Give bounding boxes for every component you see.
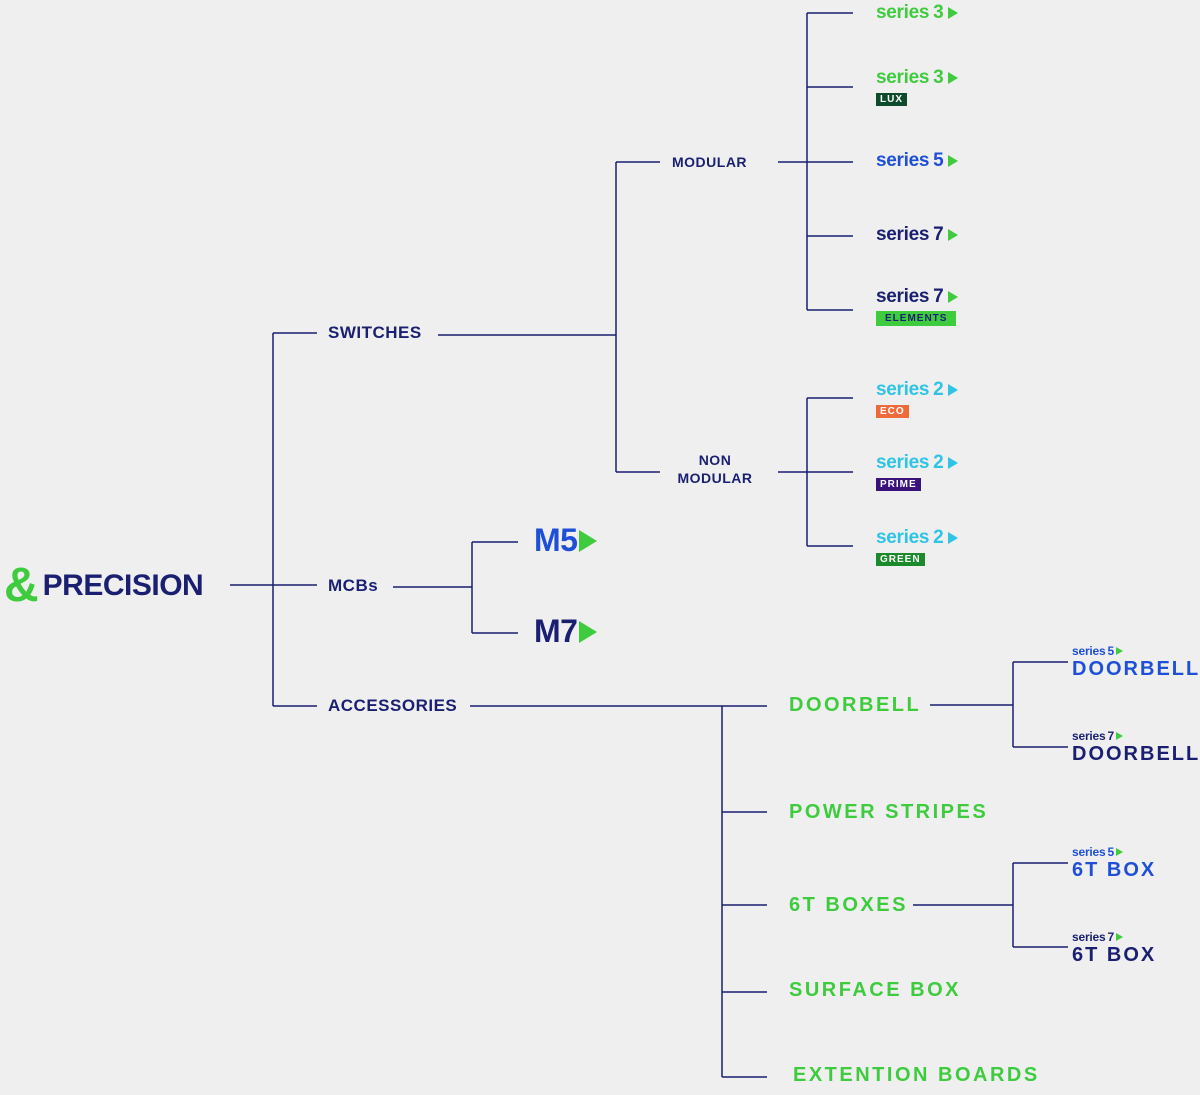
play-triangle-icon: [1116, 732, 1124, 740]
play-triangle-icon: [947, 72, 958, 84]
series-number: 2: [933, 379, 944, 400]
play-triangle-icon: [1116, 933, 1124, 941]
play-triangle-icon: [1116, 848, 1124, 856]
series-word: series: [876, 67, 930, 88]
play-triangle-icon: [947, 384, 958, 396]
accessory-power-stripes: POWER STRIPES: [789, 801, 989, 823]
play-triangle-icon: [1116, 647, 1124, 655]
series-5-logo: series 5: [876, 150, 958, 172]
mcb-m5-label: M5: [534, 522, 578, 558]
play-triangle-icon: [947, 291, 958, 303]
product-label: 6T BOX: [1072, 944, 1157, 966]
mcb-m7-label: M7: [534, 613, 578, 649]
series-tag-lux: LUX: [876, 93, 907, 106]
series-word: series: [876, 224, 930, 245]
series-tag-elements: ELEMENTS: [876, 311, 957, 326]
play-triangle-icon: [947, 7, 958, 19]
series-number: 5: [933, 150, 944, 171]
series-7-6t-box: series 7 6T BOX: [1072, 930, 1156, 966]
series-2-prime-logo: series 2 PRIME: [876, 452, 958, 492]
brand-name: PRECISION: [42, 569, 204, 602]
series-word: series: [876, 379, 930, 400]
play-triangle-icon: [579, 620, 598, 643]
accessory-extention-boards: EXTENTION BOARDS: [793, 1064, 1040, 1086]
play-triangle-icon: [579, 529, 598, 552]
series-number: 7: [1107, 729, 1115, 743]
series-number: 3: [933, 67, 944, 88]
category-accessories: ACCESSORIES: [328, 696, 458, 715]
series-word: series: [876, 527, 930, 548]
series-number: 2: [933, 452, 944, 473]
series-3-logo: series 3: [876, 2, 958, 24]
series-word: series: [1072, 930, 1106, 944]
series-2-eco-logo: series 2 ECO: [876, 379, 958, 419]
series-5-6t-box: series 5 6T BOX: [1072, 845, 1156, 881]
series-tag-prime: PRIME: [876, 478, 921, 491]
series-word: series: [876, 2, 930, 23]
ampersand-logo-icon: &: [4, 559, 39, 612]
switch-type-non-modular: NON MODULAR: [676, 451, 754, 487]
category-switches: SWITCHES: [328, 323, 422, 342]
series-tag-eco: ECO: [876, 405, 909, 418]
play-triangle-icon: [947, 532, 958, 544]
non-modular-line-2: MODULAR: [677, 470, 753, 486]
series-number: 7: [933, 224, 944, 245]
series-7-elements-logo: series 7 ELEMENTS: [876, 286, 958, 326]
series-7-doorbell: series 7 DOORBELL: [1072, 729, 1200, 765]
series-number: 7: [1107, 930, 1115, 944]
accessory-6t-boxes: 6T BOXES: [789, 894, 908, 916]
accessory-surface-box: SURFACE BOX: [789, 979, 961, 1001]
play-triangle-icon: [947, 457, 958, 469]
series-number: 3: [933, 2, 944, 23]
series-word: series: [1072, 845, 1106, 859]
category-mcbs: MCBs: [328, 576, 379, 595]
series-word: series: [1072, 729, 1106, 743]
series-word: series: [1072, 644, 1106, 658]
series-number: 5: [1107, 845, 1115, 859]
series-5-doorbell: series 5 DOORBELL: [1072, 644, 1200, 680]
series-word: series: [876, 452, 930, 473]
play-triangle-icon: [947, 229, 958, 241]
mcb-m7-logo: M7: [534, 613, 598, 650]
series-3-lux-logo: series 3 LUX: [876, 67, 958, 107]
accessory-doorbell: DOORBELL: [789, 694, 922, 716]
precision-logo: & PRECISION: [4, 559, 204, 612]
series-word: series: [876, 286, 930, 307]
mcb-m5-logo: M5: [534, 522, 598, 559]
series-number: 5: [1107, 644, 1115, 658]
product-label: 6T BOX: [1072, 859, 1157, 881]
series-2-green-logo: series 2 GREEN: [876, 527, 958, 567]
series-number: 7: [933, 286, 944, 307]
series-tag-green: GREEN: [876, 553, 925, 566]
series-number: 2: [933, 527, 944, 548]
product-label: DOORBELL: [1072, 658, 1200, 680]
series-7-logo: series 7: [876, 224, 958, 246]
product-label: DOORBELL: [1072, 743, 1200, 765]
non-modular-line-1: NON: [698, 452, 732, 468]
series-word: series: [876, 150, 930, 171]
switch-type-modular: MODULAR: [672, 154, 748, 170]
play-triangle-icon: [947, 155, 958, 167]
